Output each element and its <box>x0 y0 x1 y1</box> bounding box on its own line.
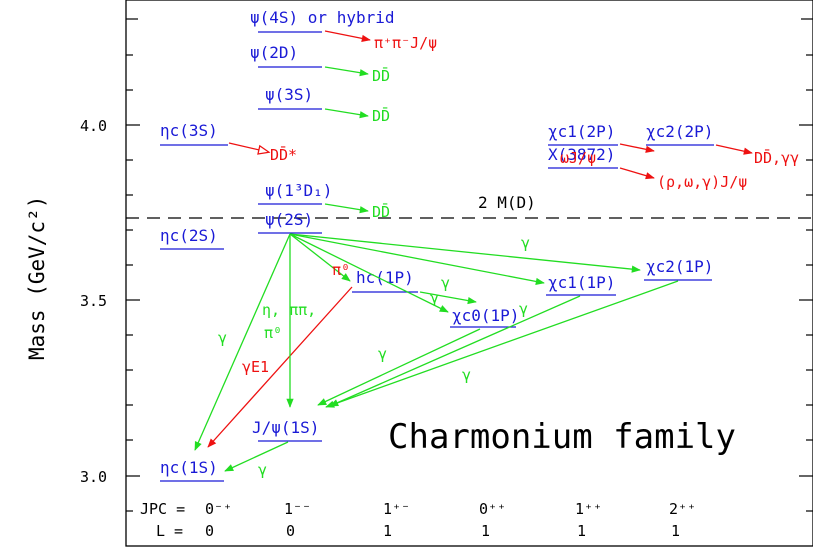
label-chic21p: χc2(1P) <box>646 257 713 276</box>
eta-pipi-label: η, ππ, <box>262 301 316 319</box>
decay-dd-3s: DD̄ <box>372 106 390 125</box>
label-chic01p: χc0(1P) <box>452 306 519 325</box>
label-etac2s: ηc(2S) <box>160 226 218 245</box>
gamma-label-g: γ <box>462 366 471 384</box>
arrow-psi2s-etac1s <box>194 233 291 451</box>
gamma-label-f: γ <box>378 345 387 363</box>
arrow-etac3s-ddstar <box>228 142 268 152</box>
decay-pipijpsi: π⁺π⁻J/ψ <box>374 34 437 52</box>
arrow-psi3s-dd <box>324 108 369 119</box>
l-col-0: 0 <box>205 522 214 540</box>
arrow-chic21p-jpsi <box>325 280 679 408</box>
label-hc1p: hc(1P) <box>356 268 414 287</box>
y-tick-label-4.0: 4.0 <box>80 117 107 135</box>
label-psi3s: ψ(3S) <box>265 85 313 104</box>
arrow-hc-chic01p <box>419 291 477 305</box>
arrow-chic11p-jpsi <box>329 295 581 407</box>
gamma-label-b: γ <box>441 274 450 292</box>
threshold-label: 2 M(D) <box>478 193 536 212</box>
jpc-row-label: JPC = <box>140 500 185 518</box>
red-arrows <box>207 30 753 448</box>
arrow-x3872-rho <box>619 167 655 180</box>
arrow-psi4s-pipijpsi <box>324 30 371 42</box>
decay-dd-2d: DD̄ <box>372 66 390 85</box>
y-ticks <box>126 18 140 512</box>
gamma-label-c: γ <box>430 289 439 307</box>
decay-rhoomegagamma: (ρ,ω,γ)J/ψ <box>657 173 747 191</box>
label-chic12p: χc1(2P) <box>548 122 615 141</box>
arrow-psi13d1-dd <box>324 203 369 214</box>
arrow-chic01p-jpsi <box>317 328 481 406</box>
jpc-col-2: 1⁺⁻ <box>383 500 410 518</box>
gamma-label-e: γ <box>218 329 227 347</box>
label-etac3s: ηc(3S) <box>160 121 218 140</box>
arrow-psi2s-chic01p <box>289 233 449 313</box>
plot-frame <box>125 0 813 547</box>
l-col-3: 1 <box>481 522 490 540</box>
gamma-e1-label: γE1 <box>242 358 269 376</box>
label-jpsi1s: J/ψ(1S) <box>252 418 319 437</box>
label-psi4s: ψ(4S) or hybrid <box>250 8 395 27</box>
green-arrows <box>194 66 679 472</box>
l-col-2: 1 <box>383 522 392 540</box>
decay-ddgg: DD̄,γγ <box>754 148 799 167</box>
pi0-red-label: π⁰ <box>332 261 350 279</box>
arrow-psi2s-hc <box>289 233 351 282</box>
arrow-psi2s-chic21p <box>289 233 641 273</box>
y-tick-label-3.5: 3.5 <box>80 292 107 310</box>
y-tick-label-3.0: 3.0 <box>80 468 107 486</box>
y-axis-label: Mass (GeV/c²) <box>25 196 49 360</box>
l-row-label: L = <box>156 522 183 540</box>
label-chic11p: χc1(1P) <box>548 273 615 292</box>
label-psi2d: ψ(2D) <box>250 43 298 62</box>
l-col-5: 1 <box>671 522 680 540</box>
y-ticks-right <box>799 18 813 512</box>
arrow-hc-etac1s <box>207 286 353 448</box>
jpc-col-1: 1⁻⁻ <box>284 500 311 518</box>
label-psi13d1: ψ(1³D₁) <box>265 181 332 200</box>
gamma-label-a: γ <box>521 234 530 252</box>
arrow-psi2s-chic11p <box>289 233 545 286</box>
label-etac1s: ηc(1S) <box>160 458 218 477</box>
level-lines <box>160 31 714 482</box>
gamma-label-d: γ <box>519 300 528 318</box>
arrow-jpsi-etac1s <box>224 441 289 472</box>
l-col-1: 0 <box>286 522 295 540</box>
pi0-green-label: π⁰ <box>264 324 282 342</box>
diagram-title: Charmonium family <box>388 417 736 457</box>
jpc-col-3: 0⁺⁺ <box>479 500 506 518</box>
decay-ddstar: DD̄* <box>270 145 297 164</box>
arrow-psi2d-dd <box>324 66 369 77</box>
jpc-col-4: 1⁺⁺ <box>575 500 602 518</box>
arrow-chic22p-dd <box>715 144 753 155</box>
gamma-label-h: γ <box>258 461 267 479</box>
label-x3872: X(3872) <box>548 145 615 164</box>
label-psi2s: ψ(2S) <box>265 210 313 229</box>
jpc-col-0: 0⁻⁺ <box>205 500 232 518</box>
arrow-chic12p-omegajpsi <box>619 143 655 153</box>
jpc-col-5: 2⁺⁺ <box>669 500 696 518</box>
decay-omegajpsi: ωJ/ψ <box>560 149 596 167</box>
decay-dd-13d1: DD̄ <box>372 202 390 221</box>
label-chic22p: χc2(2P) <box>646 122 713 141</box>
l-col-4: 1 <box>577 522 586 540</box>
